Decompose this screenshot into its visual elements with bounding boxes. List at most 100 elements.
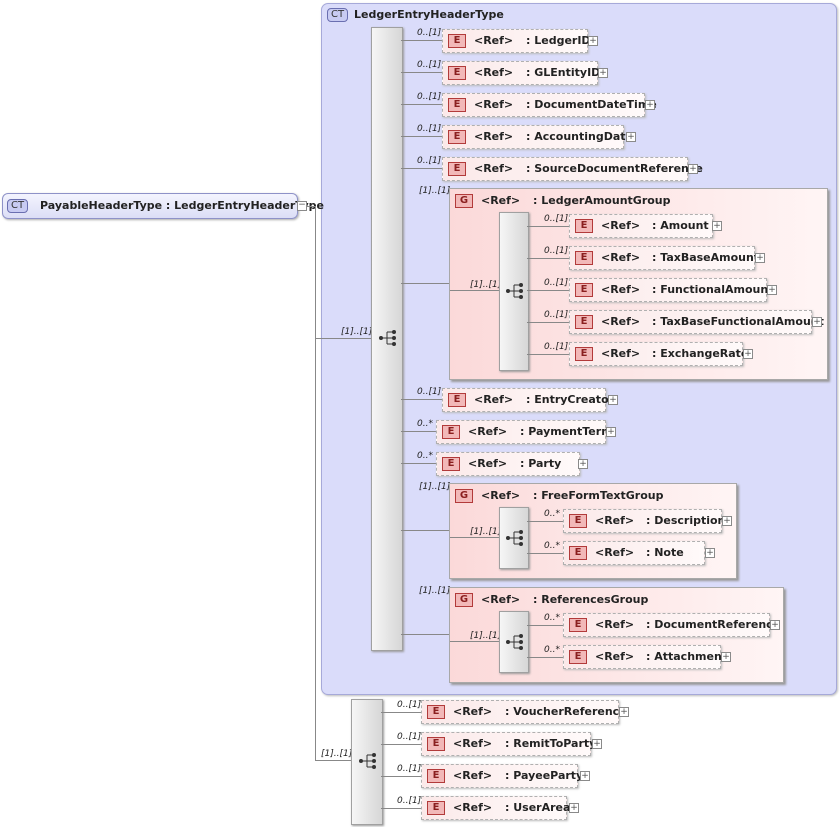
connector: [450, 641, 499, 642]
element-functional-amount[interactable]: E <Ref> : FunctionalAmount: [569, 278, 773, 302]
element-badge: E: [448, 34, 466, 48]
expand-icon[interactable]: +: [645, 100, 655, 110]
bottom-seq-cardinality: [1]..[1]: [321, 749, 353, 759]
element-badge: E: [427, 769, 445, 783]
root-type-node[interactable]: CT PayableHeaderType : LedgerEntryHeader…: [2, 193, 324, 219]
connector: [401, 40, 442, 41]
connector: [401, 463, 436, 464]
element-note[interactable]: E <Ref> : Note: [563, 541, 705, 565]
element-party[interactable]: E <Ref> : Party: [436, 452, 580, 476]
ref-label: <Ref>: [601, 347, 641, 360]
expand-icon[interactable]: +: [588, 36, 598, 46]
element-exchange-rate[interactable]: E <Ref> : ExchangeRate: [569, 342, 748, 366]
element-source-document-reference[interactable]: E <Ref> : SourceDocumentReference: [442, 157, 703, 181]
element-document-reference[interactable]: E <Ref> : DocumentReference: [563, 613, 780, 637]
element-user-area[interactable]: E <Ref> : UserArea: [421, 796, 570, 820]
expand-icon[interactable]: +: [592, 739, 602, 749]
ref-label: <Ref>: [474, 34, 514, 47]
element-attachment[interactable]: E <Ref> : Attachment: [563, 645, 727, 669]
element-remit-to-party[interactable]: E <Ref> : RemitToParty: [421, 732, 596, 756]
expand-icon[interactable]: +: [688, 164, 698, 174]
expand-icon[interactable]: +: [770, 620, 780, 630]
expand-icon[interactable]: +: [578, 459, 588, 469]
connector: [527, 290, 569, 291]
expand-icon[interactable]: +: [626, 132, 636, 142]
element-cardinality: 0..[1]: [417, 124, 442, 134]
element-entry-creator[interactable]: E <Ref> : EntryCreator: [442, 388, 614, 412]
sequence-icon: [506, 283, 523, 299]
element-description[interactable]: E <Ref> : Description: [563, 509, 726, 533]
ref-label: <Ref>: [474, 130, 514, 143]
connector: [527, 521, 563, 522]
connector: [401, 399, 442, 400]
freeform-sequence[interactable]: [499, 507, 529, 569]
expand-icon[interactable]: +: [722, 516, 732, 526]
element-document-date-time[interactable]: E <Ref> : DocumentDateTime: [442, 93, 657, 117]
connector: [450, 537, 499, 538]
element-payment-term[interactable]: E <Ref> : PaymentTerm: [436, 420, 613, 444]
element-name: : Attachment: [646, 650, 728, 663]
element-gl-entity-id[interactable]: E <Ref> : GLEntityID: [442, 61, 600, 85]
expand-icon[interactable]: +: [705, 548, 715, 558]
connector: [401, 104, 442, 105]
element-accounting-date[interactable]: E <Ref> : AccountingDate: [442, 125, 633, 149]
expand-icon[interactable]: +: [569, 803, 579, 813]
ref-label: <Ref>: [481, 489, 521, 502]
element-cardinality: 0..[1]: [544, 246, 569, 256]
ref-label: <Ref>: [468, 425, 508, 438]
expand-icon[interactable]: +: [598, 68, 608, 78]
element-tax-base-functional-amount[interactable]: E <Ref> : TaxBaseFunctionalAmount: [569, 310, 824, 334]
expand-icon[interactable]: +: [608, 395, 618, 405]
element-name: : RemitToParty: [505, 737, 597, 750]
connector: [401, 168, 442, 169]
connector: [527, 354, 569, 355]
element-cardinality: 0..[1]: [417, 387, 442, 397]
expand-icon[interactable]: +: [619, 707, 629, 717]
element-badge: E: [575, 251, 593, 265]
expand-icon[interactable]: +: [743, 349, 753, 359]
element-tax-base-amount[interactable]: E <Ref> : TaxBaseAmount: [569, 246, 759, 270]
element-badge: E: [575, 283, 593, 297]
element-cardinality: 0..[1]: [417, 60, 442, 70]
ref-label: <Ref>: [595, 618, 635, 631]
group-name: : FreeFormTextGroup: [533, 489, 664, 502]
group-badge: G: [455, 593, 473, 607]
element-cardinality: 0..*: [544, 509, 560, 519]
expand-icon[interactable]: +: [721, 652, 731, 662]
ref-label: <Ref>: [453, 769, 493, 782]
element-voucher-reference[interactable]: E <Ref> : VoucherReference: [421, 700, 627, 724]
element-badge: E: [442, 425, 460, 439]
connector: [401, 283, 449, 284]
element-badge: E: [575, 347, 593, 361]
expand-icon[interactable]: +: [712, 221, 722, 231]
expand-icon[interactable]: +: [755, 253, 765, 263]
collapse-icon[interactable]: −: [297, 200, 307, 211]
element-cardinality: 0..*: [544, 613, 560, 623]
element-cardinality: 0..[1]: [397, 764, 422, 774]
expand-icon[interactable]: +: [812, 317, 822, 327]
element-badge: E: [427, 705, 445, 719]
element-name: : VoucherReference: [505, 705, 627, 718]
element-amount[interactable]: E <Ref> : Amount: [569, 214, 713, 238]
expand-icon[interactable]: +: [767, 285, 777, 295]
element-ledger-id[interactable]: E <Ref> : LedgerID: [442, 29, 591, 53]
group-name: : LedgerAmountGroup: [533, 194, 671, 207]
element-cardinality: 0..*: [417, 419, 433, 429]
element-name: : Description: [646, 514, 726, 527]
expand-icon[interactable]: +: [606, 427, 616, 437]
ref-label: <Ref>: [595, 546, 635, 559]
element-name: : TaxBaseFunctionalAmount: [652, 315, 824, 328]
connector: [401, 431, 436, 432]
element-payee-party[interactable]: E <Ref> : PayeeParty: [421, 764, 583, 788]
sequence-icon: [379, 330, 396, 346]
connector: [401, 634, 449, 635]
sequence-icon: [359, 753, 376, 769]
connector: [381, 712, 421, 713]
connector: [401, 72, 442, 73]
connector: [527, 226, 569, 227]
element-cardinality: 0..*: [544, 645, 560, 655]
sequence-icon: [506, 530, 523, 546]
seq-cardinality: [1]..[1]: [470, 631, 502, 641]
expand-icon[interactable]: +: [580, 771, 590, 781]
group-badge: G: [455, 194, 473, 208]
